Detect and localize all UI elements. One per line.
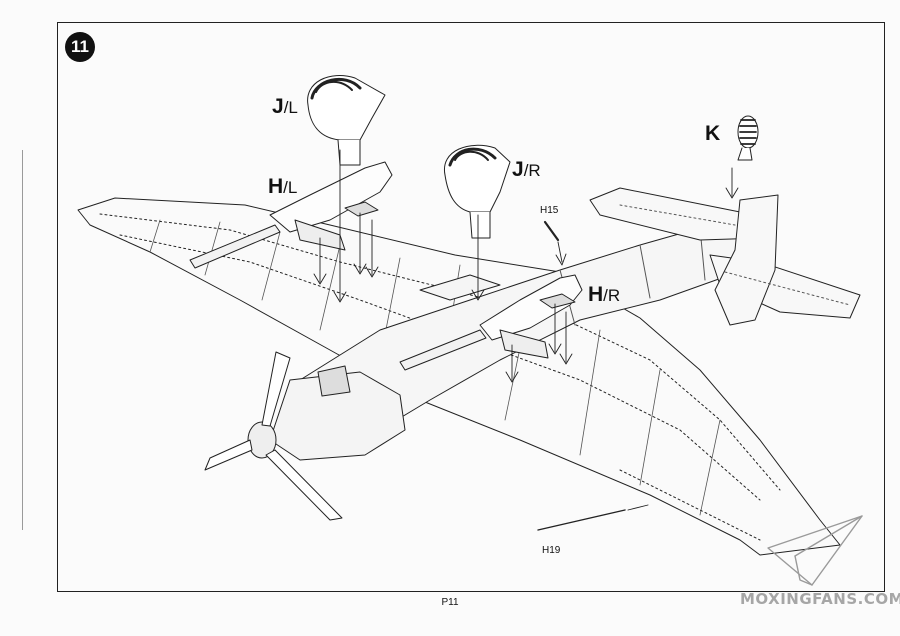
fan-part-k — [737, 115, 759, 161]
radome-j-left — [307, 75, 386, 166]
part-h19 — [537, 509, 626, 531]
callout-k: K — [705, 122, 721, 145]
label-h15: H15 — [540, 205, 559, 216]
radome-j-right — [444, 144, 511, 239]
watermark-text: MOXINGFANS.COM — [740, 590, 900, 608]
tail-section — [589, 187, 861, 326]
paper-plane-logo-icon — [767, 515, 863, 586]
callout-j-left: J/L — [272, 95, 298, 118]
instruction-frame — [57, 22, 885, 592]
nose-and-propeller — [204, 351, 406, 521]
gun-pod-left — [189, 161, 393, 269]
part-h15 — [543, 220, 560, 242]
label-h19: H19 — [542, 545, 561, 556]
step-number-badge: 11 — [65, 32, 95, 62]
assembly-arrows — [313, 149, 739, 511]
mount-plates — [344, 201, 576, 309]
page-number: P11 — [441, 597, 459, 608]
callout-j-right: J/R — [512, 158, 541, 181]
callout-h-left: H/L — [268, 175, 298, 198]
callout-h-right: H/R — [588, 283, 621, 306]
binding-margin-line — [22, 150, 23, 530]
